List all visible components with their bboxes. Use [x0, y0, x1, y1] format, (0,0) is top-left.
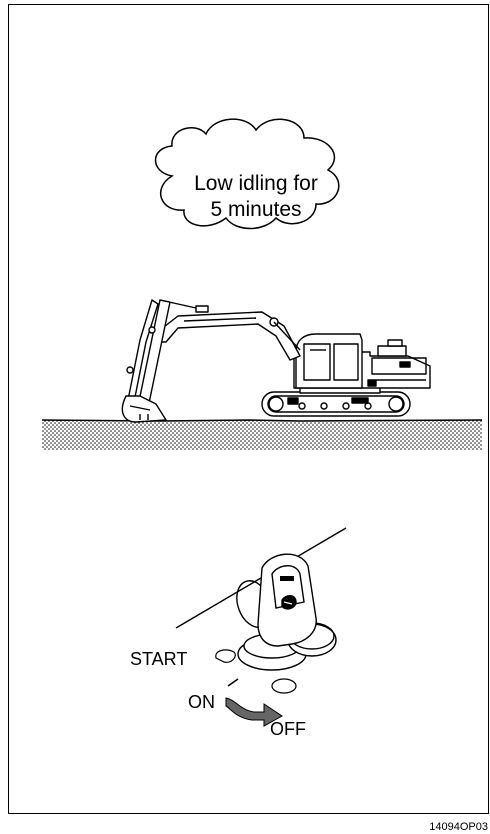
start-symbol-icon	[215, 649, 236, 663]
key-switch	[175, 527, 347, 671]
cloud-outline	[154, 118, 340, 230]
excavator-cab	[295, 333, 363, 389]
figure-code: 14094OP03	[429, 821, 488, 833]
start-label: START	[130, 649, 187, 669]
off-label: OFF	[270, 719, 306, 739]
cloud-text-line2: 5 minutes	[210, 198, 301, 221]
excavator-boom	[155, 305, 301, 361]
turn-arrow-icon	[225, 697, 283, 727]
ground-hatch	[42, 420, 482, 450]
excavator-arm	[126, 299, 197, 409]
ground	[41, 419, 483, 450]
cloud-callout: Low idling for 5 minutes	[154, 118, 340, 230]
on-label: ON	[188, 692, 215, 712]
start-indicator: START	[130, 649, 236, 669]
excavator-track	[261, 391, 411, 417]
on-indicator: ON	[188, 678, 239, 712]
excavator-bucket	[121, 395, 167, 423]
excavator-icon	[121, 299, 431, 423]
figure-frame	[8, 4, 489, 814]
ground-line	[41, 419, 483, 422]
cloud-text-line1: Low idling for	[194, 172, 318, 195]
off-indicator: OFF	[270, 678, 306, 739]
on-mark	[227, 678, 239, 687]
off-position-mark	[271, 678, 297, 694]
